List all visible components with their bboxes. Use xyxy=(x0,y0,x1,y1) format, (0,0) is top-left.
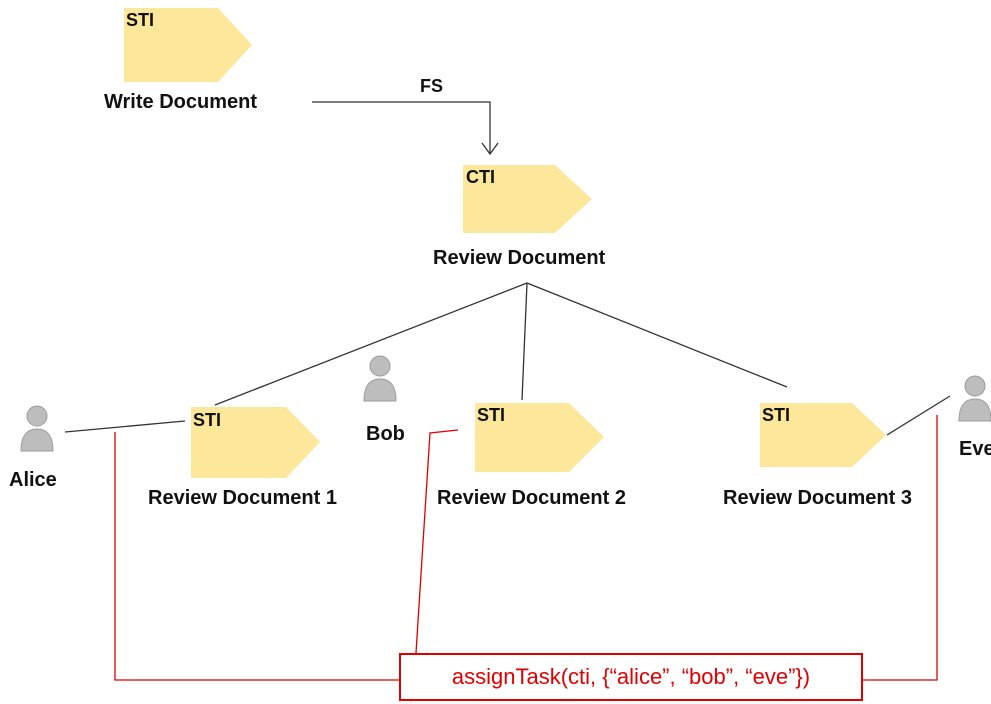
task-type-review-document-2: STI xyxy=(477,405,506,425)
dependency-label-fs: FS xyxy=(420,76,444,96)
task-label-write-document: Write Document xyxy=(104,91,257,113)
assignment-connector-alice xyxy=(114,432,399,681)
task-label-review-document: Review Document xyxy=(433,247,606,269)
eve-link xyxy=(886,395,951,436)
eve-person-icon xyxy=(958,375,991,422)
task-shape-review-document xyxy=(463,165,592,233)
decomposition-line-1 xyxy=(214,282,528,406)
fs-dependency-connector xyxy=(312,101,491,153)
task-label-review-document-1: Review Document 1 xyxy=(148,487,337,509)
task-shape-review-document-2 xyxy=(475,403,604,472)
fs-arrowhead xyxy=(481,142,499,156)
person-name-alice: Alice xyxy=(9,469,57,491)
task-shape-review-document-3 xyxy=(760,403,886,467)
assign-task-call-box: assignTask(cti, {“alice”, “bob”, “eve”}) xyxy=(399,653,863,701)
person-name-eve: Eve xyxy=(959,438,991,460)
decomposition-line-2 xyxy=(521,282,528,401)
task-shape-review-document-1 xyxy=(191,407,320,478)
task-shape-write-document xyxy=(124,8,252,82)
alice-person-icon xyxy=(20,405,54,452)
task-type-review-document: CTI xyxy=(466,167,495,187)
person-name-bob: Bob xyxy=(366,423,405,445)
assignment-connector-bob xyxy=(415,429,459,654)
task-label-review-document-3: Review Document 3 xyxy=(723,487,912,509)
bob-person-icon xyxy=(363,355,397,402)
alice-link xyxy=(64,420,186,433)
assignment-connector-eve xyxy=(863,415,938,681)
task-type-review-document-3: STI xyxy=(762,405,791,425)
task-label-review-document-2: Review Document 2 xyxy=(437,487,626,509)
task-type-review-document-1: STI xyxy=(193,410,222,430)
task-type-write-document: STI xyxy=(126,10,155,30)
decomposition-line-3 xyxy=(526,282,788,388)
